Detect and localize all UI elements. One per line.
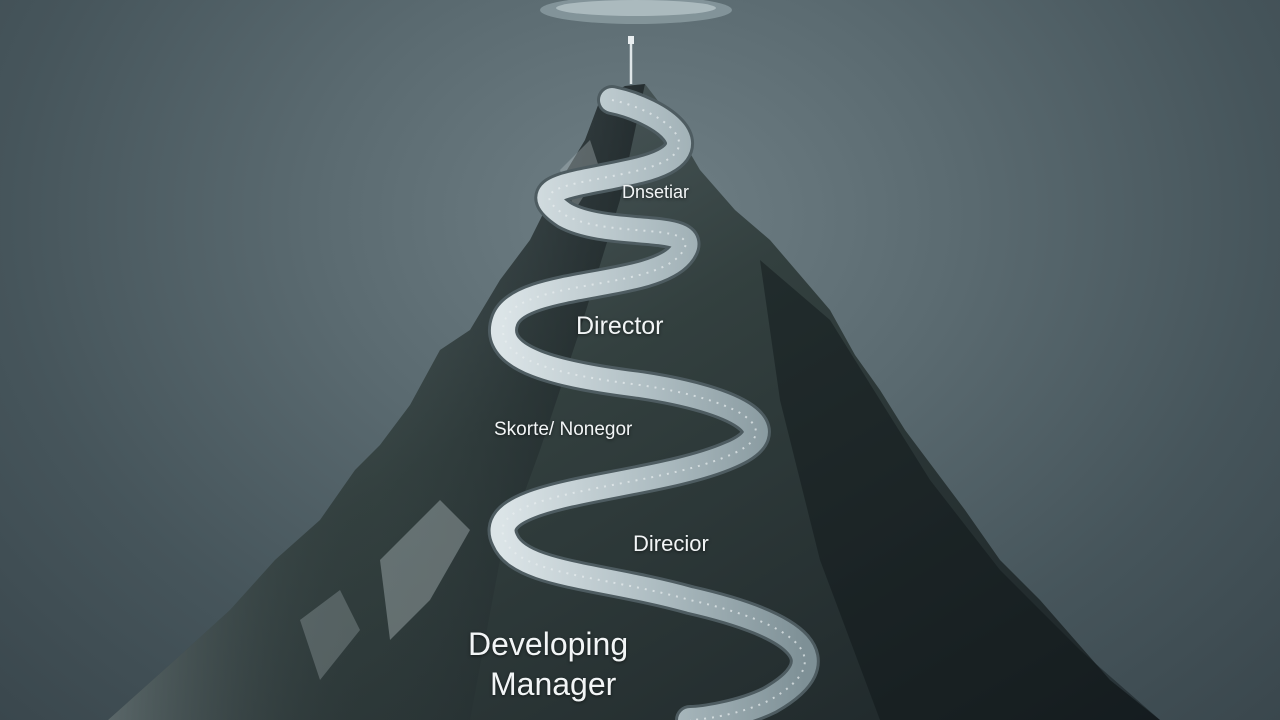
level-label-developing-manager: Developing Manager [468, 624, 628, 704]
level-label-senior-manager: Skorte/ Nonegor [494, 419, 633, 440]
developing-line-1: Developing [468, 626, 629, 662]
level-label-director-lower: Direcior [633, 531, 709, 556]
level-label-director-upper: Director [576, 312, 664, 340]
level-label-top: Dnsetiar [622, 182, 690, 202]
developing-line-2: Manager [490, 666, 617, 702]
